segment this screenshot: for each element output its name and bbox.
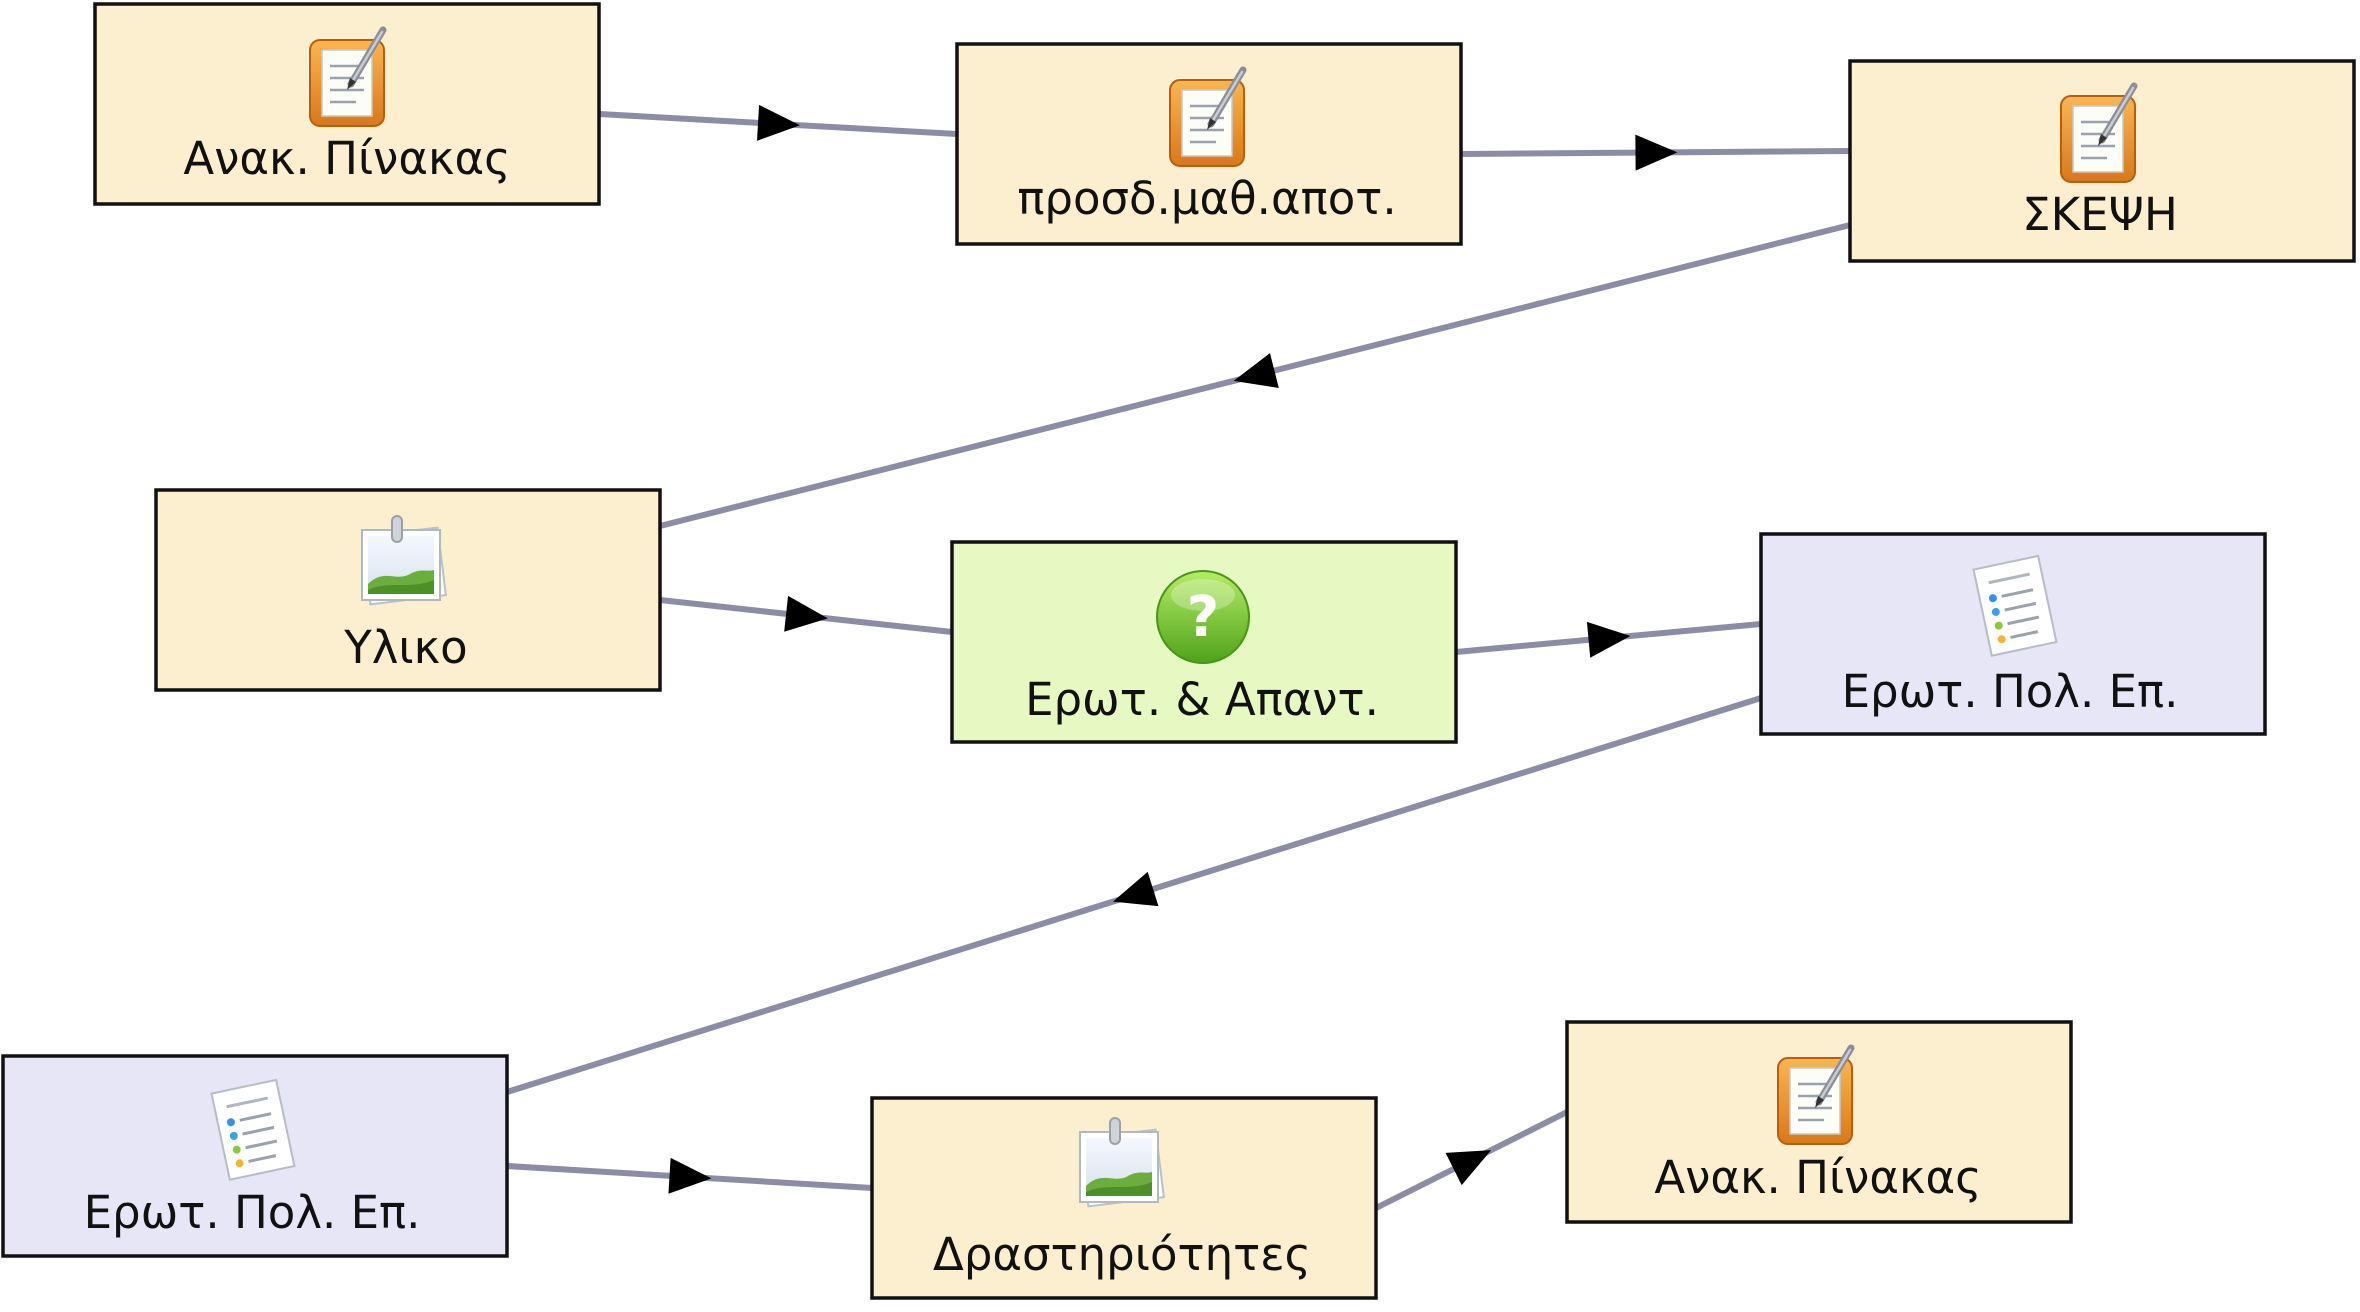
image-icon (1079, 1117, 1165, 1208)
node-label: Δραστηριότητες (933, 1228, 1311, 1281)
node-label: Ανακ. Πίνακας (183, 132, 510, 185)
activity-node-ανακ-πινακας-2[interactable]: Ανακ. Πίνακας (1565, 1020, 2073, 1224)
question-icon: ? (1156, 570, 1250, 664)
arrowhead-icon (1445, 1150, 1492, 1186)
arrowhead-icon (1586, 621, 1631, 658)
node-label: Ερωτ. & Απαντ. (1025, 673, 1379, 726)
notebook-icon (1169, 66, 1247, 167)
activity-node-σκεψη[interactable]: ΣΚΕΨΗ (1848, 59, 2356, 263)
node-label: ΣΚΕΨΗ (2022, 188, 2178, 241)
arrowhead-icon (784, 595, 828, 632)
notebook-icon (309, 26, 387, 127)
quiz-node-ερωτ-πολ-επ-2[interactable]: Ερωτ. Πολ. Επ. (1, 1054, 509, 1258)
arrowhead-icon (1113, 871, 1159, 907)
notebook-icon (2060, 82, 2138, 183)
connector-layer (506, 104, 1851, 1211)
notebook-icon (1777, 1044, 1855, 1145)
image-icon (361, 515, 447, 606)
activity-node-δραστηριοτητες[interactable]: Δραστηριότητες (870, 1096, 1378, 1300)
arrowhead-icon (668, 1157, 712, 1194)
quiz-node-ερωτ-πολ-επ-1[interactable]: Ερωτ. Πολ. Επ. (1759, 532, 2267, 736)
activity-node-προσδ-μαθ-αποτ[interactable]: προσδ.μαθ.αποτ. (955, 42, 1463, 246)
checklist-icon (1972, 554, 2058, 657)
activity-node-υλικο[interactable]: Υλικο (154, 488, 662, 692)
activity-node-ανακ-πινακας-1[interactable]: Ανακ. Πίνακας (93, 2, 601, 206)
question-node-ερωτ-απαντ[interactable]: ? Ερωτ. & Απαντ. (950, 540, 1458, 744)
node-label: προσδ.μαθ.αποτ. (1017, 172, 1396, 225)
arrowhead-icon (757, 104, 800, 141)
node-label: Ερωτ. Πολ. Επ. (84, 1186, 421, 1239)
arrowhead-icon (1635, 134, 1678, 171)
checklist-icon (210, 1078, 296, 1181)
arrowhead-icon (1233, 353, 1279, 389)
node-label: Υλικο (343, 621, 467, 674)
svg-text:?: ? (1187, 585, 1219, 650)
node-label: Ερωτ. Πολ. Επ. (1842, 665, 2179, 718)
node-label: Ανακ. Πίνακας (1654, 1151, 1981, 1204)
